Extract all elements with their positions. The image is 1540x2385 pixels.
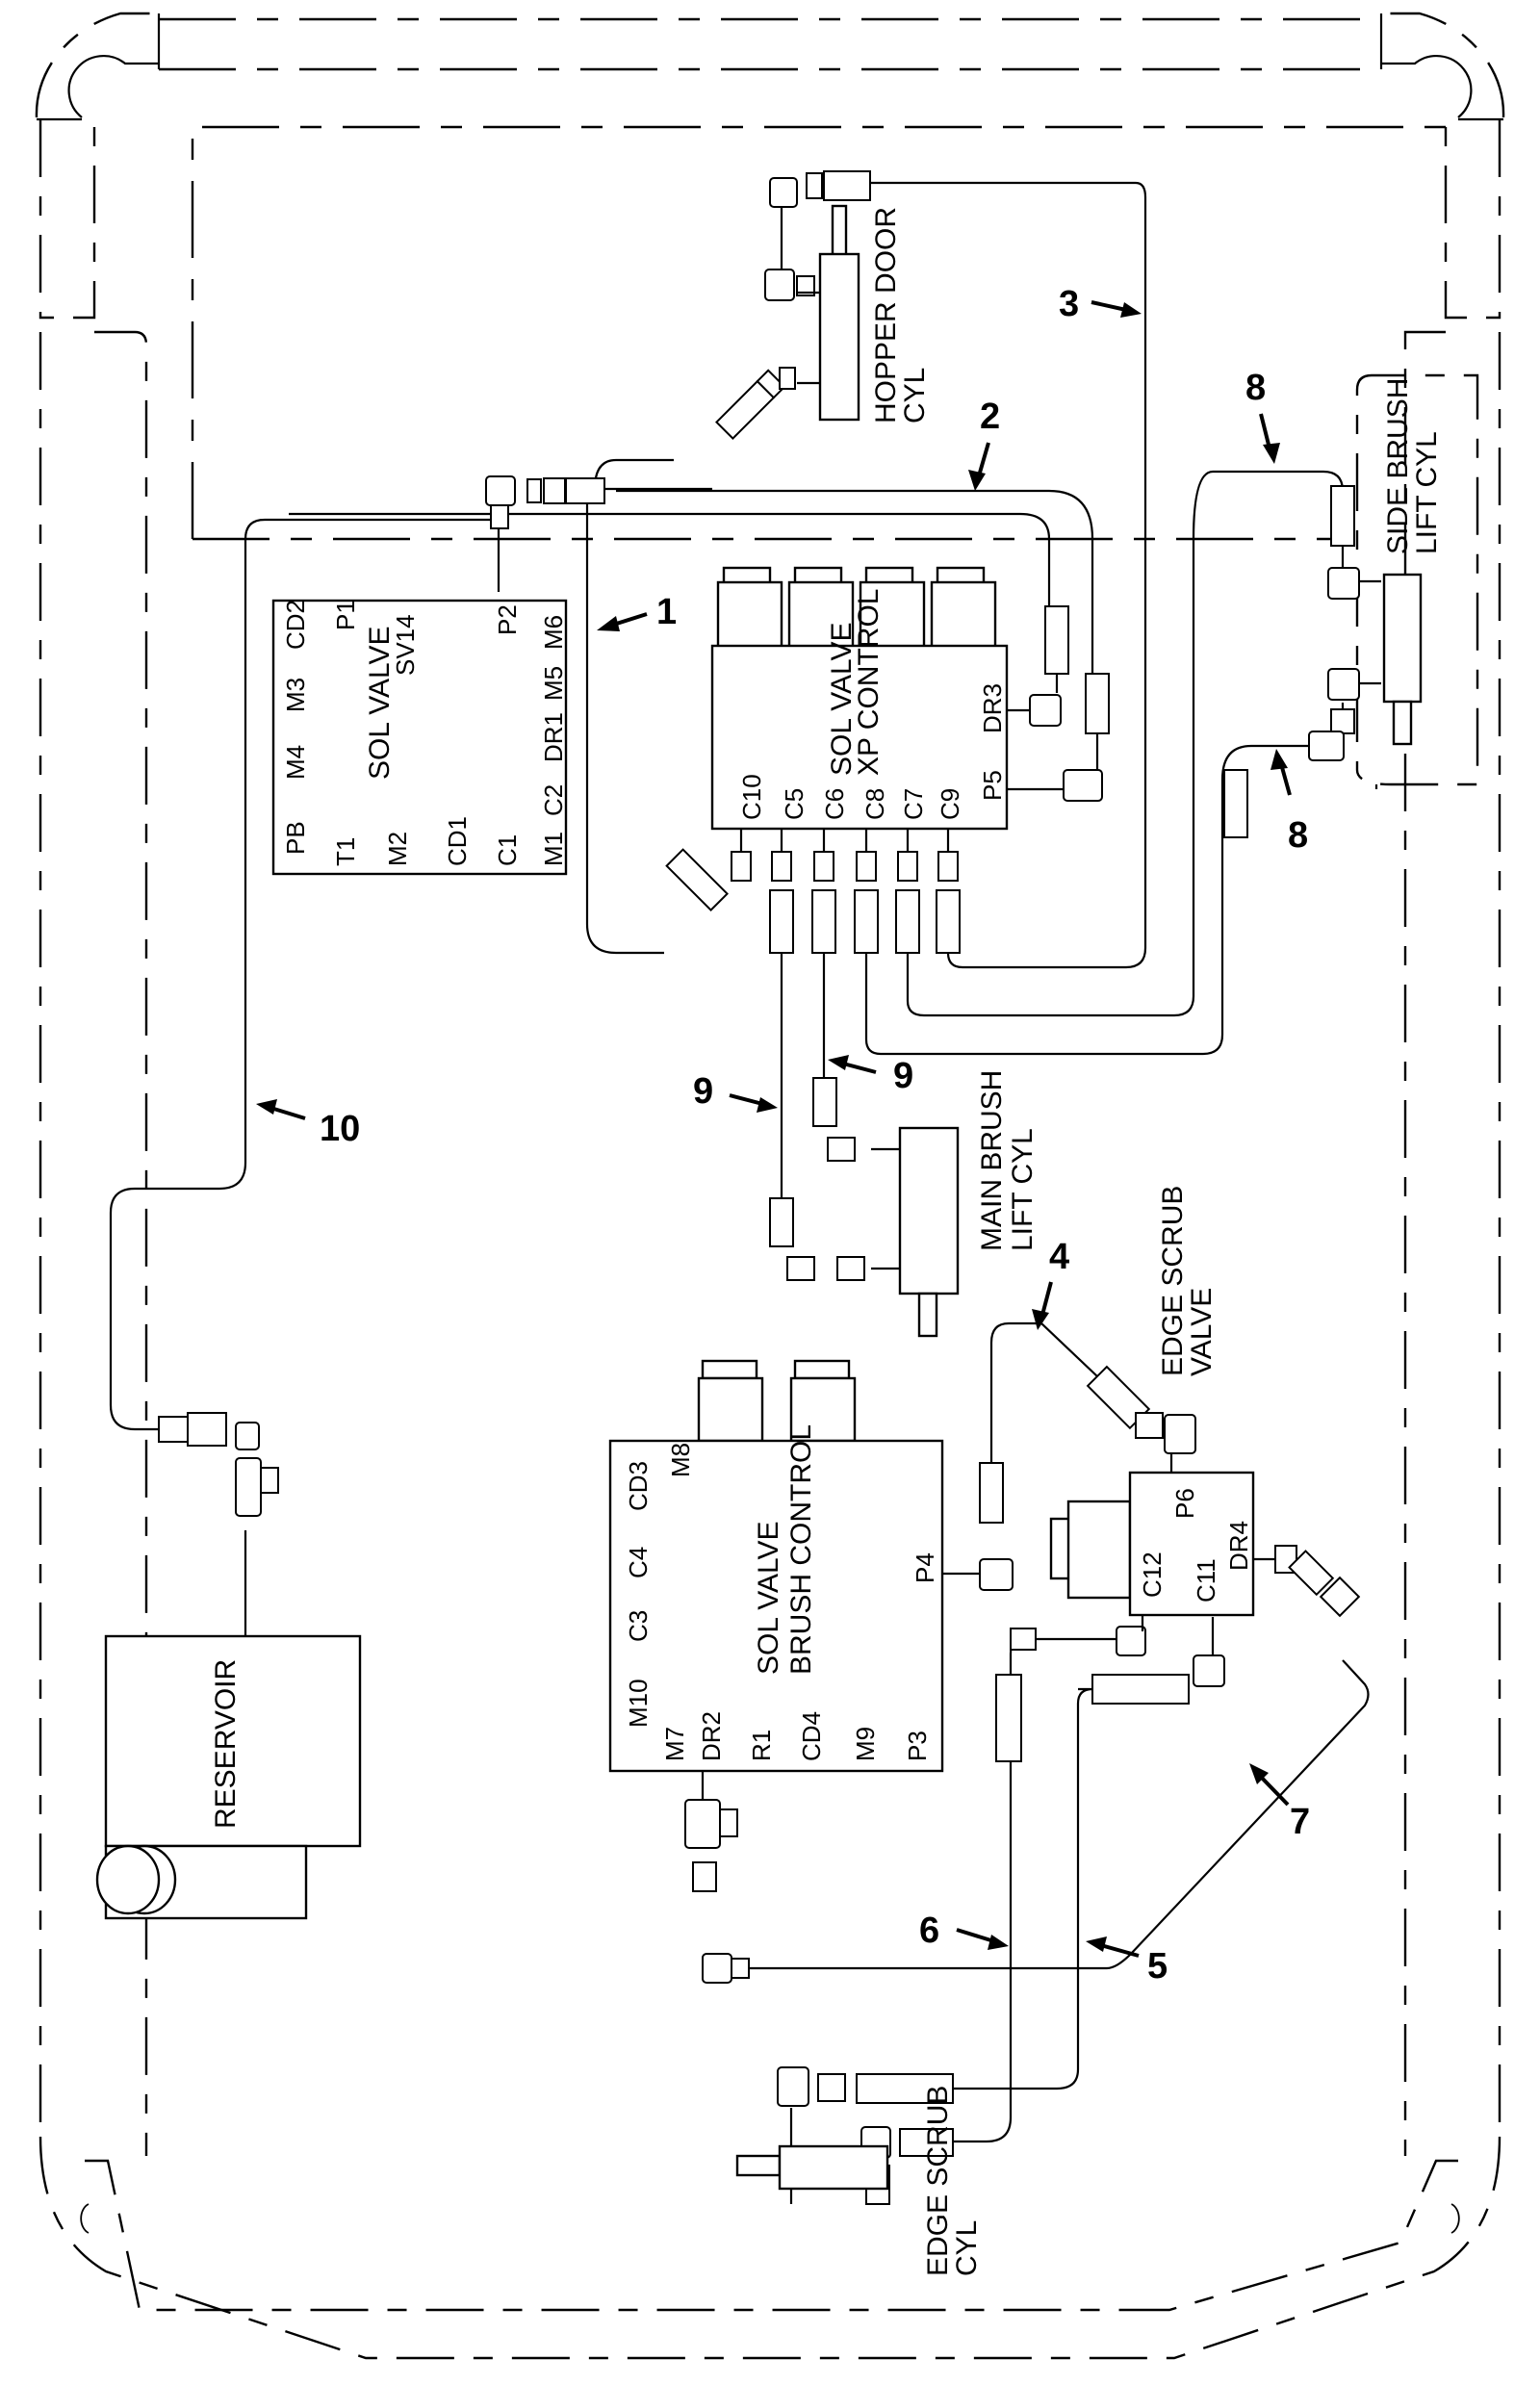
callout-4: 4 [1032, 1237, 1069, 1330]
fittings [158, 170, 1361, 2205]
port-r1: R1 [747, 1730, 776, 1761]
sol-valve-xp-control[interactable]: SOL VALVE XP CONTROL C10 C5 C6 C8 C7 C9 … [710, 566, 1009, 852]
callouts: 1 2 3 4 5 6 7 8 [256, 284, 1310, 1987]
port-dr3: DR3 [978, 683, 1007, 733]
brush-name-1: SOL VALVE [753, 1521, 784, 1675]
callout-3: 3 [1059, 284, 1142, 324]
callout-7: 7 [1249, 1763, 1310, 1842]
sol-valve-brush-control[interactable]: SOL VALVE BRUSH CONTROL CD3 C4 C3 M10 M8… [608, 1359, 944, 1773]
port-p2: P2 [493, 604, 522, 635]
port-c8: C8 [860, 788, 889, 820]
side-brush-lift-cyl[interactable]: SIDE BRUSH LIFT CYL [1382, 378, 1443, 746]
svg-text:7: 7 [1290, 1802, 1310, 1842]
svg-text:9: 9 [693, 1071, 713, 1112]
svg-text:10: 10 [320, 1109, 360, 1149]
svg-text:3: 3 [1059, 284, 1079, 324]
callout-10: 10 [256, 1099, 360, 1149]
callout-5: 5 [1086, 1936, 1168, 1987]
svg-text:6: 6 [919, 1911, 939, 1951]
svg-text:9: 9 [893, 1056, 913, 1096]
svg-text:4: 4 [1049, 1237, 1069, 1277]
port-m7: M7 [660, 1727, 689, 1761]
hopper-door-cyl-label-1: HOPPER DOOR [870, 207, 902, 423]
brush-name-2: BRUSH CONTROL [785, 1424, 817, 1675]
port-c9: C9 [936, 788, 964, 820]
main-brush-label-2: LIFT CYL [1007, 1128, 1039, 1251]
port-cd1: CD1 [443, 816, 472, 866]
port-cd4: CD4 [797, 1711, 826, 1761]
side-brush-label-1: SIDE BRUSH [1382, 378, 1414, 554]
xp-name-2: XP CONTROL [853, 589, 885, 777]
port-t1: T1 [331, 837, 360, 866]
callout-6: 6 [919, 1911, 1009, 1951]
port-cd2: CD2 [281, 600, 310, 650]
reservoir[interactable]: RESERVOIR [95, 1634, 362, 1920]
port-c5: C5 [780, 788, 808, 820]
port-p3: P3 [903, 1731, 932, 1761]
callout-1: 1 [597, 592, 677, 632]
main-brush-label-1: MAIN BRUSH [976, 1070, 1008, 1251]
reservoir-label: RESERVOIR [210, 1659, 242, 1829]
edge-scrub-valve[interactable]: EDGE SCRUB VALVE P6 DR4 C12 C11 [1049, 1186, 1255, 1631]
svg-text:1: 1 [656, 592, 677, 632]
callout-2: 2 [968, 397, 1000, 491]
port-dr4: DR4 [1224, 1521, 1253, 1571]
port-pb: PB [281, 821, 310, 855]
sol-valve-sv14[interactable]: SOL VALVE SV14 CD2 M3 M4 PB P1 T1 M2 CD1… [271, 599, 568, 876]
port-c4: C4 [624, 1547, 653, 1578]
xp-port-fittings [665, 848, 961, 954]
port-m6: M6 [539, 615, 568, 650]
edge-valve-label-1: EDGE SCRUB [1157, 1186, 1189, 1376]
port-c7: C7 [899, 788, 928, 820]
port-c1: C1 [493, 834, 522, 866]
port-m8: M8 [666, 1443, 695, 1477]
edge-cyl-label-2: CYL [951, 2220, 983, 2276]
callout-8a: 8 [1245, 368, 1280, 464]
svg-text:5: 5 [1147, 1946, 1168, 1987]
port-p4: P4 [911, 1552, 939, 1583]
port-m4: M4 [281, 745, 310, 780]
port-m9: M9 [851, 1727, 880, 1761]
svg-text:8: 8 [1245, 368, 1266, 408]
svg-text:8: 8 [1288, 815, 1308, 856]
sv14-id: SV14 [391, 614, 420, 676]
callout-9a: 9 [693, 1071, 778, 1113]
port-m1: M1 [539, 832, 568, 866]
port-p6: P6 [1170, 1488, 1199, 1519]
port-p5: P5 [978, 770, 1007, 801]
port-cd3: CD3 [624, 1461, 653, 1511]
callout-8b: 8 [1270, 749, 1308, 856]
port-m5: M5 [539, 666, 568, 701]
edge-valve-label-2: VALVE [1186, 1288, 1218, 1376]
hopper-door-cyl[interactable]: HOPPER DOOR CYL [797, 204, 931, 423]
svg-text:2: 2 [980, 397, 1000, 437]
main-brush-lift-cyl[interactable]: MAIN BRUSH LIFT CYL [898, 1070, 1039, 1338]
edge-cyl-label-1: EDGE SCRUB [922, 2086, 954, 2276]
port-dr1: DR1 [539, 712, 568, 762]
port-m2: M2 [383, 832, 412, 866]
port-c6: C6 [820, 788, 849, 820]
port-m3: M3 [281, 678, 310, 712]
port-p1: P1 [331, 600, 360, 630]
port-c11: C11 [1192, 1558, 1220, 1603]
xp-name-1: SOL VALVE [826, 622, 858, 776]
port-c10: C10 [737, 774, 766, 820]
edge-scrub-cyl[interactable]: EDGE SCRUB CYL [735, 2086, 983, 2276]
callout-9b: 9 [828, 1055, 913, 1096]
sv14-name: SOL VALVE [364, 626, 396, 780]
port-c2: C2 [539, 784, 568, 816]
port-dr2: DR2 [697, 1711, 726, 1761]
hopper-door-cyl-label-2: CYL [899, 368, 931, 423]
machine-frame [35, 12, 1505, 2360]
side-brush-label-2: LIFT CYL [1411, 431, 1443, 554]
port-m10: M10 [624, 1679, 653, 1728]
port-c3: C3 [624, 1610, 653, 1642]
port-c12: C12 [1138, 1552, 1167, 1598]
